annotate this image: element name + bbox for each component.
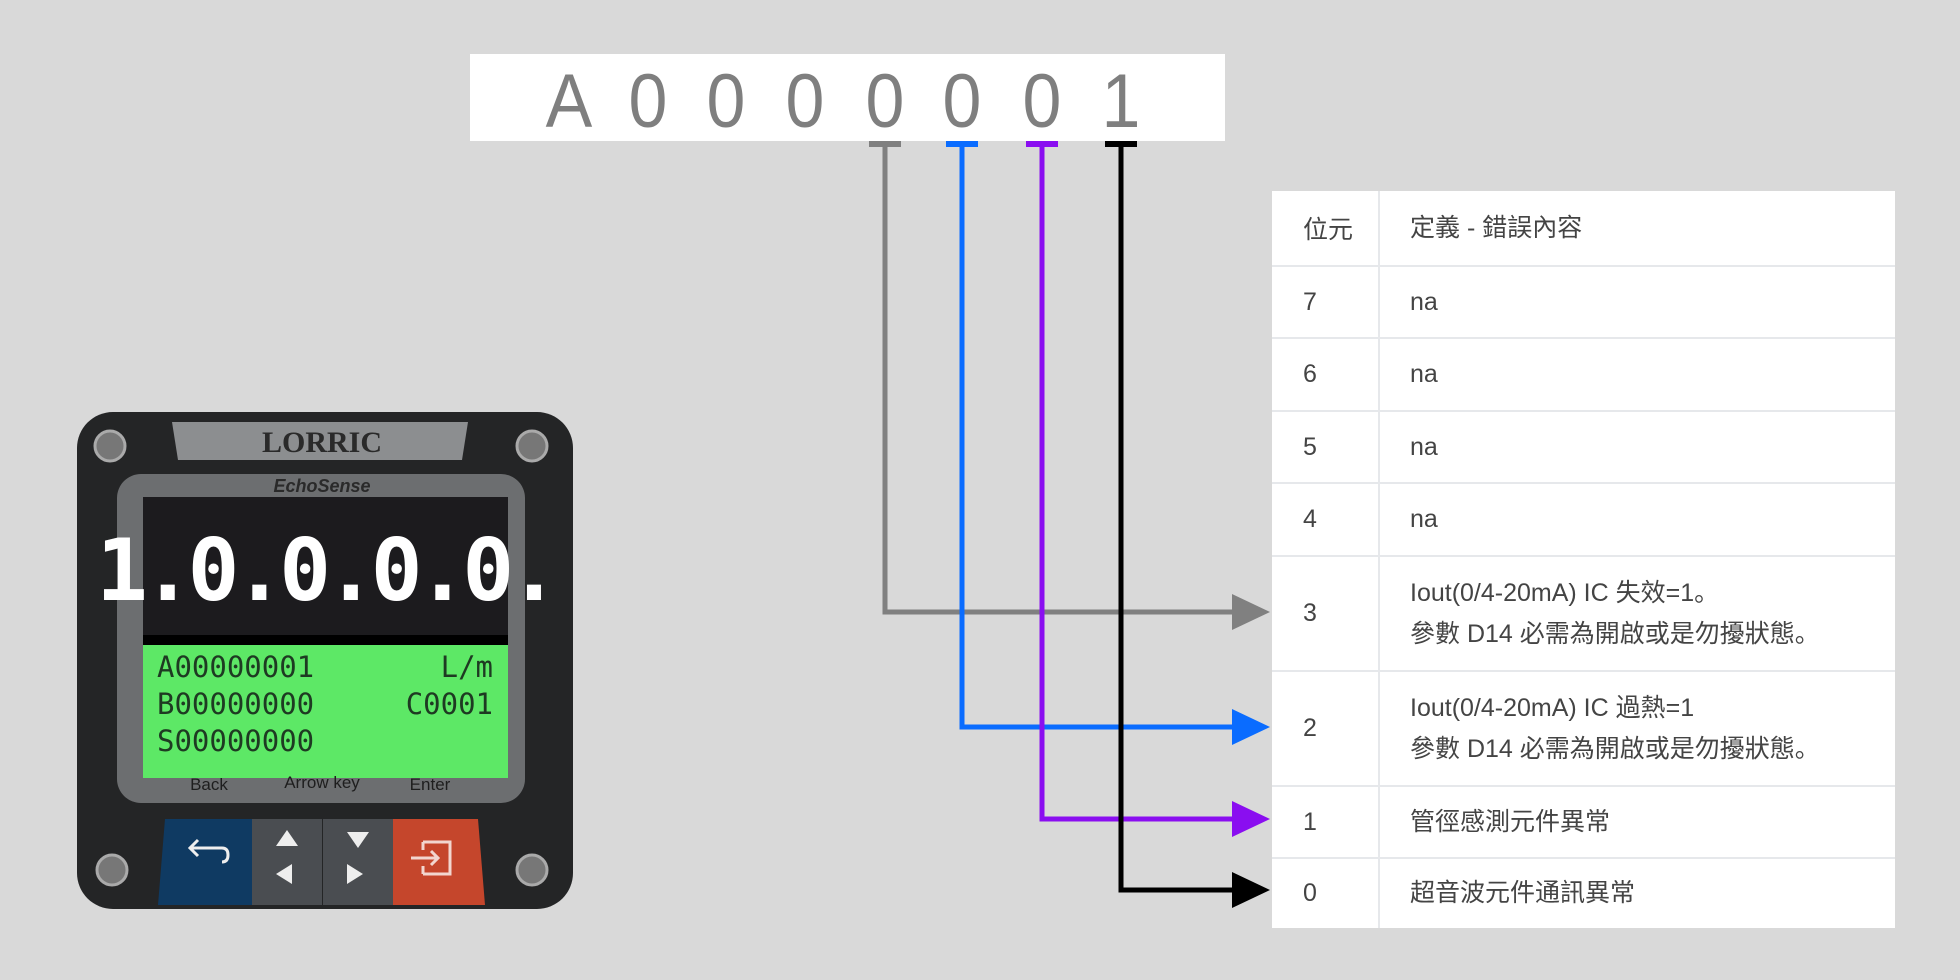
up-left-arrow-button[interactable] [252,819,322,905]
definition-line: 管徑感測元件異常 [1410,807,1611,836]
definition-line: Iout(0/4-20mA) IC 過熱=1 [1410,693,1695,722]
segment-display [143,497,508,635]
lcd-line2-left: B00000000 [157,687,314,721]
definition-cell: na [1380,267,1895,337]
back-label: Back [190,775,228,794]
table-row: 7 na [1272,265,1895,337]
definition-line: Iout(0/4-20mA) IC 失效=1。 [1410,578,1720,607]
model-label: EchoSense [273,476,370,496]
enter-icon [411,840,452,876]
bit-definition-table: 位元 定義 - 錯誤內容 7 na 6 na 5 na 4 na 3 Iout(… [1272,191,1895,928]
definition-cell: na [1380,339,1895,410]
table-row: 5 na [1272,410,1895,482]
up-arrow-icon [276,830,298,846]
enter-label: Enter [410,775,451,794]
code-char-bit2: 0 [942,59,982,144]
lcd-screen [143,645,508,778]
code-char-bit1: 0 [1022,59,1062,144]
table-row: 6 na [1272,337,1895,410]
error-code-display: A 0 0 0 0 0 0 1 [470,54,1225,144]
wire-bit3 [869,141,1270,630]
bit-cell: 4 [1272,484,1380,555]
arrow-key-label: Arrow key [284,773,360,792]
code-char-prefix: A [545,59,593,144]
definition-cell: na [1380,412,1895,482]
definition-cell: Iout(0/4-20mA) IC 失效=1。 參數 D14 必需為開啟或是勿擾… [1380,557,1895,670]
table-row: 4 na [1272,482,1895,555]
display-divider [143,635,508,645]
back-arrow-icon [187,838,230,864]
header-definition: 定義 - 錯誤內容 [1380,191,1895,265]
definition-line: na [1410,432,1438,461]
bit-cell: 3 [1272,557,1380,670]
definition-cell: na [1380,484,1895,555]
definition-line: 參數 D14 必需為開啟或是勿擾狀態。 [1410,619,1820,648]
bit-cell: 7 [1272,267,1380,337]
lcd-line3-left: S00000000 [157,724,314,758]
bit-cell: 5 [1272,412,1380,482]
code-char-bit6: 0 [628,59,668,144]
header-definition-label: 定義 - 錯誤內容 [1410,213,1583,242]
segment-display-value: 1.0.0.0.0. [96,521,554,621]
brand-plate [172,422,468,460]
definition-line: na [1410,287,1438,316]
screw-icon [93,429,549,887]
wire-bit2 [946,141,1270,745]
back-button[interactable] [158,819,252,905]
definition-line: 參數 D14 必需為開啟或是勿擾狀態。 [1410,734,1820,763]
definition-line: 超音波元件通訊異常 [1410,879,1636,907]
header-bit: 位元 [1272,191,1380,265]
brand-logo: LORRIC [262,426,382,459]
down-arrow-icon [347,832,369,848]
code-char-bit5: 0 [706,59,746,144]
definition-cell: Iout(0/4-20mA) IC 過熱=1 參數 D14 必需為開啟或是勿擾狀… [1380,672,1895,785]
left-arrow-icon [276,864,292,884]
bit-cell: 0 [1272,859,1380,928]
enter-button[interactable] [393,819,485,905]
code-char-bit0: 1 [1101,59,1141,144]
bit-cell: 2 [1272,672,1380,785]
wire-bit1 [1026,141,1270,837]
right-arrow-icon [347,864,363,884]
table-row: 1 管徑感測元件異常 [1272,785,1895,857]
definition-cell: 管徑感測元件異常 [1380,787,1895,857]
wire-bit0 [1105,141,1270,908]
flowmeter-device: LORRIC EchoSense 1.0.0.0.0. A00000001 L/… [77,412,573,909]
table-row: 0 超音波元件通訊異常 [1272,857,1895,928]
bit-cell: 1 [1272,787,1380,857]
table-header: 位元 定義 - 錯誤內容 [1272,191,1895,265]
code-char-bit3: 0 [865,59,905,144]
definition-cell: 超音波元件通訊異常 [1380,859,1895,928]
bit-cell: 6 [1272,339,1380,410]
lcd-line1-right: L/m [441,650,493,684]
table-row: 2 Iout(0/4-20mA) IC 過熱=1 參數 D14 必需為開啟或是勿… [1272,670,1895,785]
lcd-line1-left: A00000001 [157,650,314,684]
code-char-bit4: 0 [785,59,825,144]
down-right-arrow-button[interactable] [323,819,393,905]
definition-line: na [1410,505,1438,533]
table-row: 3 Iout(0/4-20mA) IC 失效=1。 參數 D14 必需為開啟或是… [1272,555,1895,670]
definition-line: na [1410,360,1438,388]
lcd-line2-right: C0001 [406,687,493,721]
